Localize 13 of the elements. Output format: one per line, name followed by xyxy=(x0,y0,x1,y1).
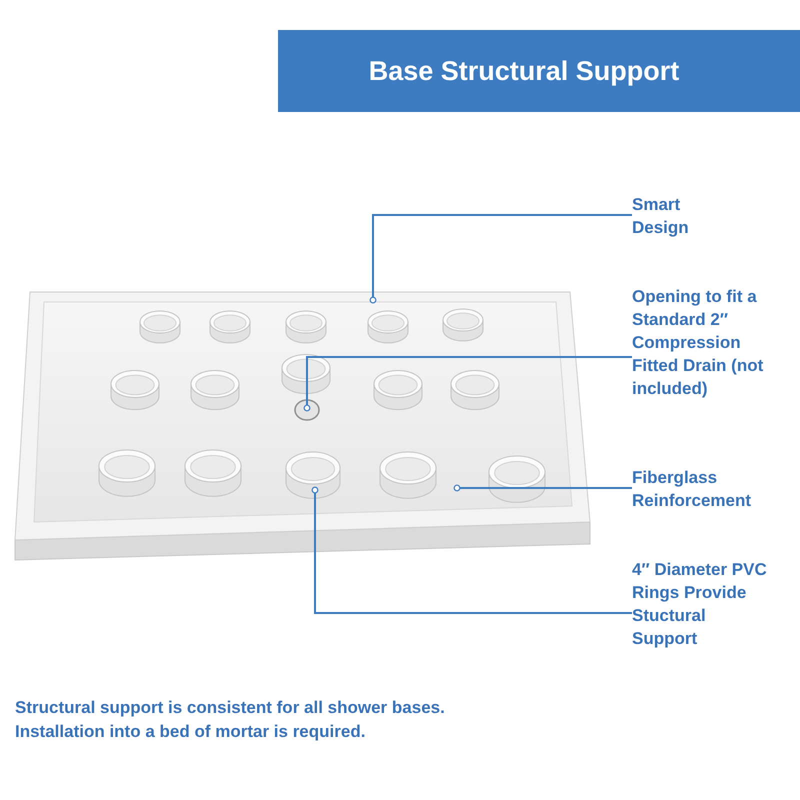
leader-line xyxy=(312,486,632,614)
title-banner: Base Structural Support xyxy=(278,30,800,112)
callout-label: 4″ Diameter PVC Rings Provide Stuctural Support xyxy=(632,558,767,650)
callout-label: Smart Design xyxy=(632,193,712,239)
pvc-ring xyxy=(286,452,340,499)
shower-base-tray xyxy=(14,292,591,561)
drain-opening xyxy=(294,399,320,421)
leader-line xyxy=(370,214,632,304)
leader-line xyxy=(304,356,632,412)
leader-line xyxy=(454,484,632,492)
callout-label: Opening to fit a Standard 2″ Compression Fitted Drain (not included) xyxy=(632,285,766,400)
callout-label: Fiberglass Reinforcement xyxy=(632,466,782,512)
footnote-text: Structural support is consistent for all shower bases. Installation into a bed of mortar is required. xyxy=(15,697,446,743)
